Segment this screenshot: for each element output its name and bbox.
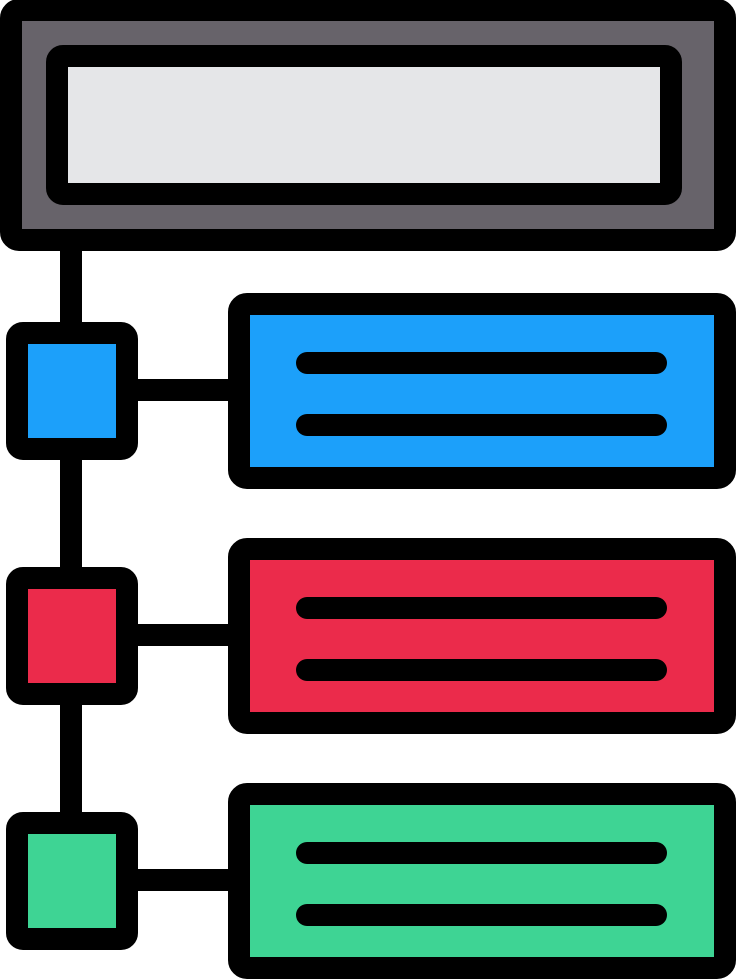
card-blue: [228, 293, 736, 489]
node-square-green: [6, 812, 138, 950]
list-row-blue: [6, 293, 736, 489]
list-rows: [6, 293, 736, 979]
card-red: [228, 538, 736, 734]
node-square-blue: [6, 322, 138, 460]
header-block: [0, 0, 736, 251]
card-green: [228, 783, 736, 979]
header-inner-panel: [46, 45, 682, 205]
node-square-red: [6, 567, 138, 705]
list-row-red: [6, 538, 736, 734]
list-row-green: [6, 783, 736, 979]
